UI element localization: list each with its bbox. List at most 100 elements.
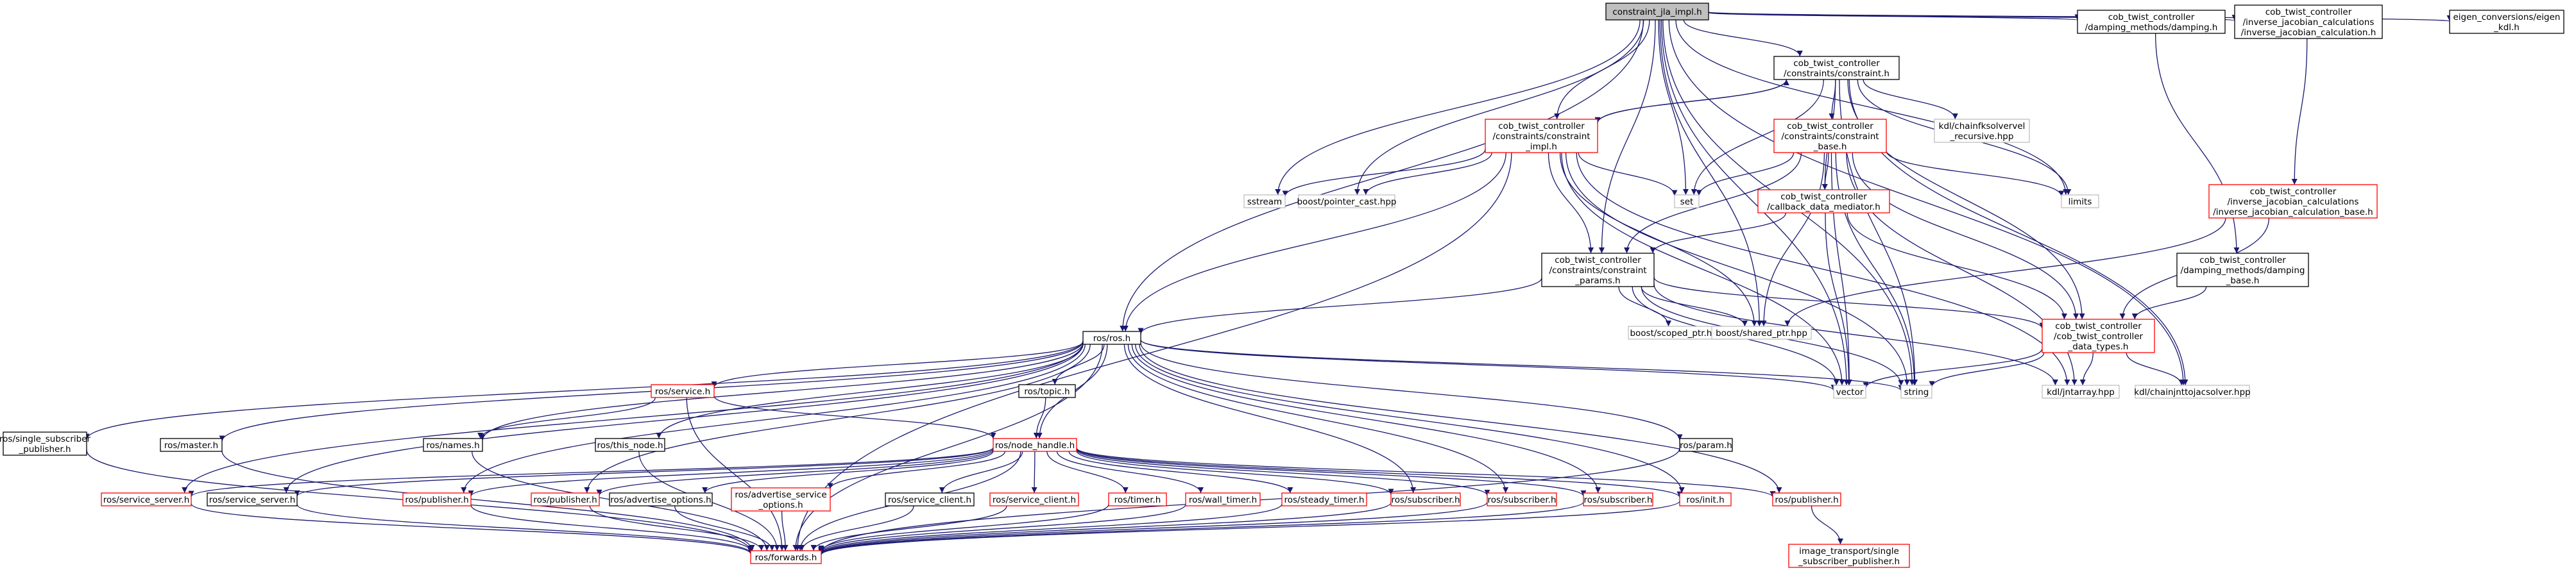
edge-ros-h-to-ros-single-sub bbox=[83, 340, 1084, 440]
edge-ros-node-handle-to-ros-init bbox=[1076, 447, 1683, 498]
node-label: ros/service_client.h bbox=[888, 495, 971, 505]
node-ros-topic[interactable]: ros/topic.h bbox=[1018, 384, 1076, 398]
node-ros-this-node[interactable]: ros/this_node.h bbox=[595, 438, 665, 452]
node-label: ros/topic.h bbox=[1024, 387, 1070, 397]
node-box bbox=[1711, 326, 1812, 340]
edge-ros-timer-to-ros-forwards bbox=[818, 504, 1109, 552]
node-subscriber-2[interactable]: ros/subscriber.h bbox=[1487, 492, 1557, 506]
node-srv-client-black[interactable]: ros/service_client.h bbox=[885, 492, 975, 506]
edge-ros-service-to-ros-names bbox=[477, 397, 656, 439]
node-publisher-red-a[interactable]: ros/publisher.h bbox=[402, 492, 472, 506]
node-label: /callback_data_mediator.h bbox=[1767, 202, 1881, 212]
node-boost-scoped: boost/scoped_ptr.hpp bbox=[1628, 326, 1725, 340]
node-eigen-conv[interactable]: eigen_conversions/eigen_kdl.h bbox=[2449, 10, 2564, 34]
node-box bbox=[1773, 119, 1887, 153]
node-box bbox=[1772, 492, 1841, 506]
node-label: ros/steady_timer.h bbox=[1284, 495, 1365, 505]
edge-constraint-impl-to-sstream bbox=[1282, 149, 1486, 197]
node-ros-param[interactable]: ros/param.h bbox=[1679, 438, 1733, 452]
edge-ros-node-handle-to-srv-client-red bbox=[1031, 451, 1037, 494]
node-publisher-red-c[interactable]: ros/publisher.h bbox=[1772, 492, 1841, 506]
node-ros-names[interactable]: ros/names.h bbox=[423, 438, 483, 452]
edge-constraint-base-to-limits bbox=[1886, 150, 2065, 197]
node-callback-mediator[interactable]: cob_twist_controller/callback_data_media… bbox=[1757, 189, 1890, 213]
node-ros-timer[interactable]: ros/timer.h bbox=[1108, 492, 1167, 506]
node-label: constraint_jla_impl.h bbox=[1612, 7, 1702, 17]
node-ros-node-handle[interactable]: ros/node_handle.h bbox=[993, 438, 1077, 452]
node-ros-forwards[interactable]: ros/forwards.h bbox=[750, 550, 822, 564]
node-constraint-impl[interactable]: cob_twist_controller/constraints/constra… bbox=[1485, 119, 1598, 153]
node-label: /cob_twist_controller bbox=[2054, 331, 2144, 342]
node-box bbox=[1018, 384, 1076, 398]
edge-constraint-impl-to-constraint-h bbox=[1597, 79, 1789, 124]
node-srv-server-black[interactable]: ros/service_server.h bbox=[207, 492, 298, 506]
edge-root-to-boost-shared bbox=[1659, 19, 1762, 327]
node-damping-base[interactable]: cob_twist_controller/damping_methods/dam… bbox=[2176, 253, 2309, 287]
node-label: ros/init.h bbox=[1686, 495, 1724, 505]
node-label: ros/advertise_service bbox=[735, 490, 826, 500]
node-ros-service[interactable]: ros/service.h bbox=[651, 384, 715, 398]
node-vector: vector bbox=[1833, 385, 1866, 399]
edge-constraint-impl-to-vector bbox=[1561, 152, 1845, 386]
node-label: boost/shared_ptr.hpp bbox=[1716, 328, 1807, 339]
node-inv-jac-base[interactable]: cob_twist_controller/inverse_jacobian_ca… bbox=[2208, 184, 2378, 219]
node-label: cob_twist_controller bbox=[1793, 58, 1880, 69]
node-damping-h[interactable]: cob_twist_controller/damping_methods/dam… bbox=[2077, 10, 2226, 34]
node-box bbox=[2208, 184, 2378, 219]
node-box bbox=[989, 492, 1079, 506]
node-advertise-options[interactable]: ros/advertise_options.h bbox=[609, 492, 713, 506]
node-box bbox=[1487, 492, 1557, 506]
node-label: ros/service_client.h bbox=[993, 495, 1076, 505]
node-label: cob_twist_controller bbox=[1787, 121, 1873, 131]
node-box bbox=[1773, 56, 1900, 80]
node-image-transport[interactable]: image_transport/single_subscriber_publis… bbox=[1788, 544, 1910, 568]
node-srv-client-red[interactable]: ros/service_client.h bbox=[989, 492, 1079, 506]
edge-ros-h-to-subscriber-1 bbox=[1123, 344, 1417, 494]
node-data-types[interactable]: cob_twist_controller/cob_twist_controlle… bbox=[2042, 319, 2155, 353]
node-label: /constraints/constraint bbox=[1549, 265, 1646, 276]
node-publisher-red-b[interactable]: ros/publisher.h bbox=[531, 492, 600, 506]
edge-ros-h-to-ros-names bbox=[479, 342, 1084, 440]
node-label: kdl/jntarray.hpp bbox=[2047, 387, 2115, 397]
edge-ros-h-to-publisher-red-a bbox=[461, 344, 1086, 494]
edge-constraint-impl-to-kdl-jntarray bbox=[1576, 152, 2070, 386]
node-constraint-base[interactable]: cob_twist_controller/constraints/constra… bbox=[1773, 119, 1887, 153]
node-label: cob_twist_controller bbox=[2265, 7, 2352, 17]
edge-root-to-kdl-chainjnt bbox=[1668, 19, 2187, 386]
node-label: ros/advertise_options.h bbox=[610, 495, 712, 505]
edge-srv-server-red-to-ros-forwards bbox=[191, 503, 754, 555]
node-box bbox=[1934, 119, 2030, 143]
node-label: string bbox=[1904, 387, 1929, 397]
node-box bbox=[2042, 319, 2155, 353]
node-steady-timer[interactable]: ros/steady_timer.h bbox=[1281, 492, 1367, 506]
edge-constraint-impl-to-string bbox=[1565, 152, 1910, 386]
node-label: /inverse_jacobian_calculation_base.h bbox=[2213, 207, 2373, 217]
node-subscriber-1[interactable]: ros/subscriber.h bbox=[1390, 492, 1461, 506]
node-root[interactable]: constraint_jla_impl.h bbox=[1605, 3, 1709, 21]
node-wall-timer[interactable]: ros/wall_timer.h bbox=[1185, 492, 1261, 506]
edge-root-to-set bbox=[1658, 19, 1689, 196]
node-subscriber-3[interactable]: ros/subscriber.h bbox=[1583, 492, 1653, 506]
node-srv-server-red[interactable]: ros/service_server.h bbox=[101, 492, 192, 506]
node-box bbox=[160, 438, 223, 452]
node-ros-master[interactable]: ros/master.h bbox=[160, 438, 223, 452]
edge-root-to-constraint-h bbox=[1683, 19, 1803, 57]
node-box bbox=[2234, 4, 2383, 39]
edge-constraint-h-to-set bbox=[1691, 79, 1824, 196]
node-label: _options.h bbox=[758, 500, 803, 510]
edge-ros-service-to-ros-node-handle bbox=[713, 396, 996, 439]
node-adv-srv-options[interactable]: ros/advertise_service_options.h bbox=[731, 487, 831, 512]
node-ros-init[interactable]: ros/init.h bbox=[1679, 492, 1732, 506]
node-constraint-h[interactable]: cob_twist_controller/constraints/constra… bbox=[1773, 56, 1900, 80]
node-label: /inverse_jacobian_calculations bbox=[2243, 17, 2375, 28]
node-ros-single-sub[interactable]: ros/single_subscriber_publisher.h bbox=[0, 431, 91, 456]
edge-constraint-base-to-constraint-params bbox=[1624, 152, 1802, 254]
node-constraint-params[interactable]: cob_twist_controller/constraints/constra… bbox=[1541, 253, 1655, 287]
node-box bbox=[885, 492, 975, 506]
node-box bbox=[1674, 194, 1700, 208]
node-label: ros/publisher.h bbox=[405, 495, 468, 505]
node-label: _recursive.hpp bbox=[1950, 131, 2014, 142]
node-ros-h[interactable]: ros/ros.h bbox=[1082, 331, 1141, 345]
node-inv-jac-h[interactable]: cob_twist_controller/inverse_jacobian_ca… bbox=[2234, 4, 2383, 39]
node-label: _base.h bbox=[1813, 142, 1847, 152]
